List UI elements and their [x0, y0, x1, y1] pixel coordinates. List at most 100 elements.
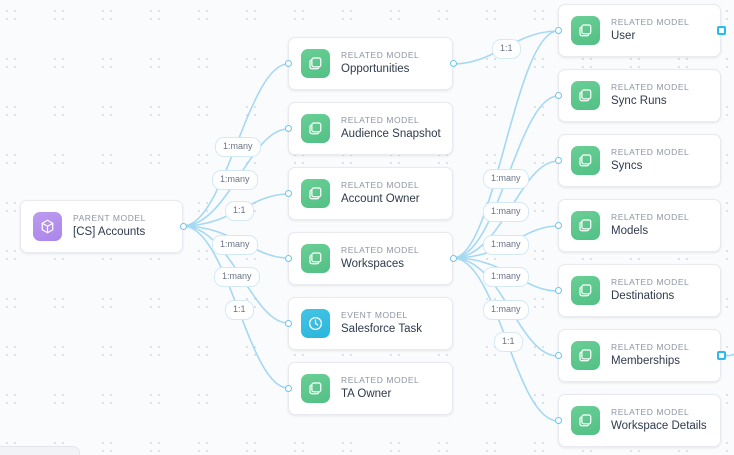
node-title: Opportunities [341, 63, 410, 75]
related-model-node[interactable]: RELATED MODEL Opportunities [288, 37, 453, 90]
node-text: RELATED MODEL Syncs [611, 147, 689, 174]
node-title: Sync Runs [611, 95, 667, 107]
node-kicker: RELATED MODEL [341, 245, 420, 255]
node-text: RELATED MODEL Models [611, 212, 689, 239]
node-text: RELATED MODEL Memberships [611, 342, 689, 369]
layers-icon [571, 406, 600, 435]
node-handle-target[interactable] [554, 222, 562, 229]
node-kicker: RELATED MODEL [611, 212, 690, 222]
layers-icon [571, 81, 600, 110]
related-model-node[interactable]: RELATED MODEL Sync Runs [558, 69, 721, 122]
cardinality-badge[interactable]: 1:many [483, 169, 529, 189]
node-handle-source[interactable] [449, 60, 457, 67]
node-handle-target[interactable] [284, 320, 292, 327]
node-kicker: RELATED MODEL [341, 180, 420, 190]
node-title: Workspace Details [611, 420, 707, 432]
node-handle-target[interactable] [554, 157, 562, 164]
cardinality-badge[interactable]: 1:many [483, 235, 529, 255]
cardinality-badge[interactable]: 1:many [483, 202, 529, 222]
node-handle-source[interactable] [449, 255, 457, 262]
cardinality-badge[interactable]: 1:1 [492, 39, 521, 59]
related-model-node[interactable]: RELATED MODEL Audience Snapshot [288, 102, 453, 155]
node-kicker: RELATED MODEL [341, 375, 420, 385]
node-text: PARENT MODEL [CS] Accounts [73, 213, 146, 240]
node-text: RELATED MODEL Workspaces [341, 245, 419, 272]
node-title: Workspaces [341, 258, 405, 270]
cardinality-badge[interactable]: 1:1 [225, 201, 254, 221]
node-text: RELATED MODEL Audience Snapshot [341, 115, 441, 142]
node-title: Account Owner [341, 193, 420, 205]
node-kicker: RELATED MODEL [611, 147, 690, 157]
node-title: User [611, 30, 636, 42]
node-handle-target[interactable] [284, 60, 292, 67]
node-title: TA Owner [341, 388, 392, 400]
node-title: Syncs [611, 160, 643, 172]
relationship-edge [452, 30, 559, 259]
node-title: Salesforce Task [341, 323, 422, 335]
node-kicker: RELATED MODEL [611, 82, 690, 92]
node-handle-target[interactable] [554, 27, 562, 34]
node-kicker: RELATED MODEL [341, 115, 420, 125]
node-handle-target[interactable] [554, 287, 562, 294]
related-model-node[interactable]: RELATED MODEL Destinations [558, 264, 721, 317]
node-title: [CS] Accounts [73, 226, 146, 238]
cardinality-badge[interactable]: 1:many [215, 137, 261, 157]
layers-icon [301, 244, 330, 273]
node-title: Models [611, 225, 649, 237]
cardinality-badge[interactable]: 1:many [214, 267, 260, 287]
layers-icon [301, 374, 330, 403]
layers-icon [571, 146, 600, 175]
layers-icon [571, 16, 600, 45]
node-handle-source[interactable] [179, 223, 187, 230]
layers-icon [571, 341, 600, 370]
clock-icon [301, 309, 330, 338]
node-kicker: RELATED MODEL [611, 407, 690, 417]
cardinality-badge[interactable]: 1:1 [225, 300, 254, 320]
node-kicker: PARENT MODEL [73, 213, 146, 223]
node-handle-target[interactable] [554, 417, 562, 424]
parent-model-node[interactable]: PARENT MODEL [CS] Accounts [20, 200, 183, 253]
node-handle-target[interactable] [554, 92, 562, 99]
node-text: RELATED MODEL Sync Runs [611, 82, 689, 109]
node-handle-target[interactable] [284, 255, 292, 262]
node-handle-target[interactable] [284, 190, 292, 197]
cardinality-badge[interactable]: 1:1 [494, 332, 523, 352]
node-handle-selected[interactable] [716, 351, 726, 360]
cardinality-badge[interactable]: 1:many [483, 300, 529, 320]
node-text: RELATED MODEL Destinations [611, 277, 689, 304]
node-kicker: RELATED MODEL [611, 277, 690, 287]
node-kicker: EVENT MODEL [341, 310, 408, 320]
related-model-node[interactable]: RELATED MODEL Workspaces [288, 232, 453, 285]
node-kicker: RELATED MODEL [611, 342, 690, 352]
related-model-node[interactable]: EVENT MODEL Salesforce Task [288, 297, 453, 350]
cardinality-badge[interactable]: 1:many [212, 235, 258, 255]
layers-icon [571, 211, 600, 240]
related-model-node[interactable]: RELATED MODEL Models [558, 199, 721, 252]
node-title: Memberships [611, 355, 681, 367]
layers-icon [301, 179, 330, 208]
related-model-node[interactable]: RELATED MODEL TA Owner [288, 362, 453, 415]
node-text: RELATED MODEL Account Owner [341, 180, 420, 207]
cardinality-badge[interactable]: 1:many [212, 170, 258, 190]
bottom-left-panel[interactable] [0, 446, 80, 455]
node-handle-target[interactable] [284, 385, 292, 392]
node-handle-target[interactable] [284, 125, 292, 132]
related-model-node[interactable]: RELATED MODEL Account Owner [288, 167, 453, 220]
node-title: Audience Snapshot [341, 128, 441, 140]
layers-icon [571, 276, 600, 305]
related-model-node[interactable]: RELATED MODEL Syncs [558, 134, 721, 187]
layers-icon [301, 114, 330, 143]
node-text: RELATED MODEL Workspace Details [611, 407, 707, 434]
node-handle-target[interactable] [554, 352, 562, 359]
node-kicker: RELATED MODEL [341, 50, 420, 60]
cardinality-badge[interactable]: 1:many [483, 267, 529, 287]
layers-icon [301, 49, 330, 78]
node-title: Destinations [611, 290, 675, 302]
node-text: RELATED MODEL Opportunities [341, 50, 419, 77]
related-model-node[interactable]: RELATED MODEL Memberships [558, 329, 721, 382]
node-handle-selected[interactable] [716, 26, 726, 35]
related-model-node[interactable]: RELATED MODEL Workspace Details [558, 394, 721, 447]
